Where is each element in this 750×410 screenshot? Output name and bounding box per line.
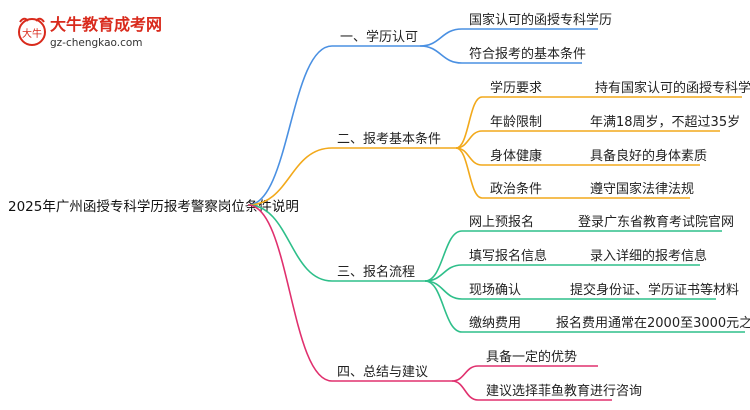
leaf-online-preregistration: 网上预报名 xyxy=(469,214,534,230)
branch-to-leaf-connector xyxy=(455,147,483,199)
logo-badge-text: 大牛 xyxy=(22,27,42,40)
leaf-age-limit: 年龄限制 xyxy=(490,115,542,130)
branch-to-leaf-connector xyxy=(419,45,463,64)
bull-logo-icon: 大牛 xyxy=(18,17,46,46)
branch-summary-advice: 四、总结与建议 xyxy=(337,365,428,380)
branch-basic-requirements: 二、报考基本条件 xyxy=(337,131,441,147)
leaf-education-requirement: 学历要求 xyxy=(490,80,542,96)
detail-political-condition: 遵守国家法律法规 xyxy=(590,181,694,197)
leaf-national-recognized-diploma: 国家认可的函授专科学历 xyxy=(469,12,612,28)
branch-to-leaf-connector xyxy=(424,230,463,282)
root-to-branch-connector xyxy=(247,204,333,382)
root-topic: 2025年广州函授专科学历报考警察岗位条件说明 xyxy=(8,198,299,215)
site-url: gz-chengkao.com xyxy=(50,37,143,49)
branch-education-recognition: 一、学历认可 xyxy=(340,29,418,45)
leaf-consult-recommendation: 建议选择菲鱼教育进行咨询 xyxy=(486,383,642,399)
detail-pay-fees: 报名费用通常在2000至3000元之间 xyxy=(556,315,750,331)
logo: 大牛 大牛教育成考网 gz-chengkao.com xyxy=(18,15,162,49)
detail-age-limit: 年满18周岁，不超过35岁 xyxy=(590,115,740,130)
leaf-pay-fees: 缴纳费用 xyxy=(469,316,521,331)
leaf-physical-health: 身体健康 xyxy=(490,148,542,164)
branch-to-leaf-connector xyxy=(419,28,463,47)
leaf-basic-eligibility: 符合报考的基本条件 xyxy=(469,46,586,62)
detail-online-preregistration: 登录广东省教育考试院官网 xyxy=(578,214,734,230)
branch-to-leaf-connector xyxy=(451,365,479,382)
leaf-onsite-confirmation: 现场确认 xyxy=(469,283,521,298)
leaf-political-condition: 政治条件 xyxy=(490,181,542,197)
detail-onsite-confirmation: 提交身份证、学历证书等材料 xyxy=(570,282,739,298)
root-to-branch-connector xyxy=(247,45,333,206)
site-name: 大牛教育成考网 xyxy=(50,15,162,34)
root-to-branch-connector xyxy=(247,147,333,206)
detail-fill-registration-info: 录入详细的报考信息 xyxy=(590,248,707,264)
connector-lines xyxy=(247,28,745,401)
detail-education-requirement: 持有国家认可的函授专科学历 xyxy=(595,80,750,96)
leaf-fill-registration-info: 填写报名信息 xyxy=(469,248,547,264)
leaf-has-advantages: 具备一定的优势 xyxy=(486,349,577,365)
branch-to-leaf-connector xyxy=(455,96,483,149)
branch-registration-process: 三、报名流程 xyxy=(337,264,415,280)
detail-physical-health: 具备良好的身体素质 xyxy=(590,148,707,164)
root-to-branch-connector xyxy=(247,204,333,282)
branch-to-leaf-connector xyxy=(424,280,463,333)
branch-to-leaf-connector xyxy=(451,380,479,401)
